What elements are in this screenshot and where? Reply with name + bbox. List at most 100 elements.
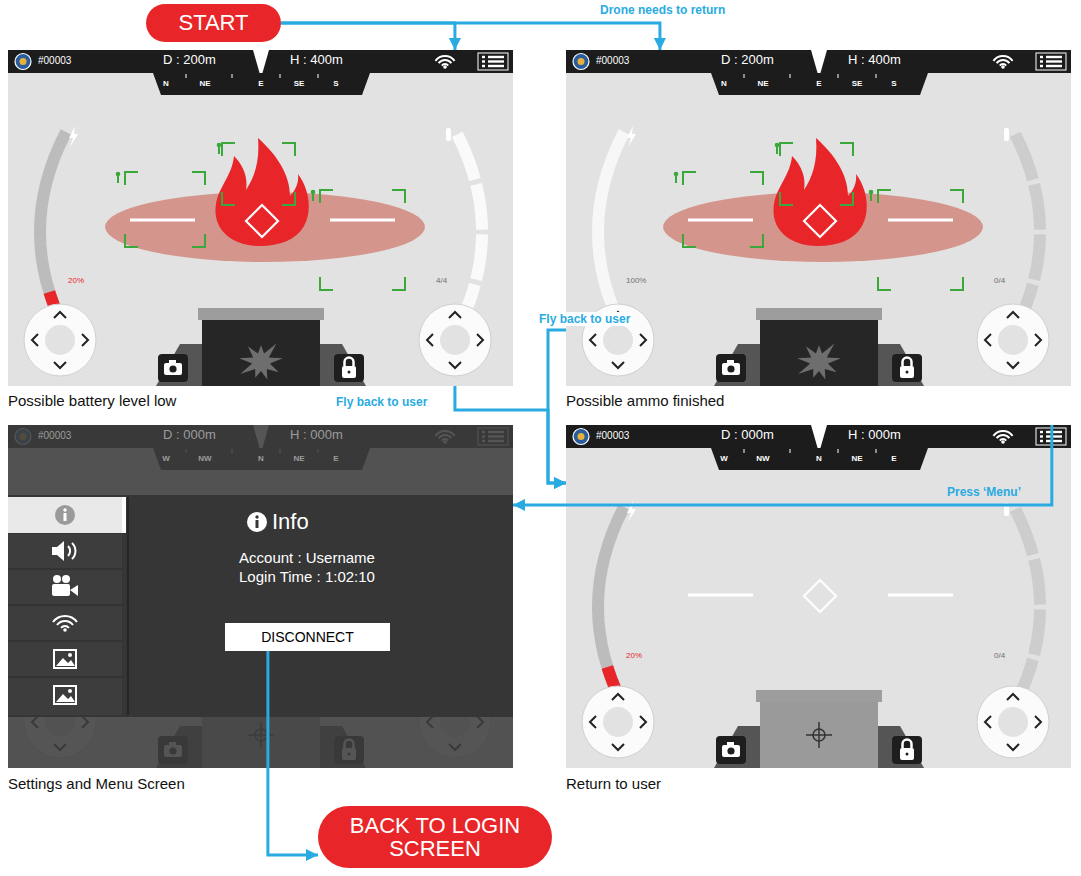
target-bracket xyxy=(125,172,205,247)
lock-button xyxy=(892,736,922,764)
target-bracket xyxy=(683,172,763,247)
screen-mockup: #00003D : 200mH : 400mNNEESES100%0/4Poss… xyxy=(566,50,1071,386)
joystick xyxy=(977,304,1049,376)
edge-label: Press ‘Menu’ xyxy=(945,485,1023,499)
joystick-arrows xyxy=(985,694,1041,750)
menu-icon xyxy=(1040,60,1043,62)
crosshair-icon xyxy=(818,722,820,748)
camera-icon xyxy=(52,584,70,596)
screen-ground xyxy=(566,50,1071,386)
speaker-icon xyxy=(52,541,64,561)
person-marker xyxy=(869,190,874,195)
battery-gauge xyxy=(40,132,66,332)
person-marker xyxy=(311,190,316,195)
hud-text: 20% xyxy=(68,276,84,285)
fire-icon xyxy=(773,138,866,246)
terminal-pill: START xyxy=(146,4,281,42)
ammo-segment xyxy=(476,234,482,279)
tab-divider xyxy=(8,605,122,606)
horizon-line xyxy=(888,594,953,597)
person-marker xyxy=(116,172,121,177)
joystick xyxy=(419,304,491,376)
screen-ground xyxy=(566,425,1071,768)
speaker-icon xyxy=(68,546,70,556)
battery-bolt xyxy=(69,126,78,147)
joystick xyxy=(45,325,75,355)
screen-mockup: #00003D : 200mH : 400mNNEESES20%4/4Possi… xyxy=(8,50,513,386)
menu-icon xyxy=(1046,60,1062,62)
logo xyxy=(578,433,585,440)
hud-text: W xyxy=(162,454,170,463)
hud-text: NW xyxy=(198,454,211,463)
menu-icon xyxy=(488,60,504,62)
compass-tick xyxy=(838,449,839,453)
hud-text: NW xyxy=(756,454,769,463)
tab-divider xyxy=(8,641,122,642)
hud-text: S xyxy=(333,79,338,88)
target-bracket xyxy=(780,143,853,205)
wifi-icon xyxy=(439,60,452,63)
ammo-icon xyxy=(446,128,451,141)
menu-icon xyxy=(1040,435,1043,437)
hud-text: H : 000m xyxy=(848,428,901,443)
camera-button xyxy=(727,747,734,754)
lock-button xyxy=(892,354,922,382)
menu-icon xyxy=(1036,53,1066,70)
console-panel xyxy=(202,320,320,386)
hud-text: #00003 xyxy=(596,430,629,442)
console-frame xyxy=(756,308,882,320)
hud-text: 100% xyxy=(626,276,646,285)
target-bracket xyxy=(222,143,295,205)
target-diamond xyxy=(246,205,278,237)
menu-icon xyxy=(1046,65,1062,67)
menu-icon xyxy=(478,53,508,70)
hud-text: D : 000m xyxy=(163,428,216,443)
joystick-arrows xyxy=(985,312,1041,368)
ammo-segment xyxy=(476,184,482,229)
hud-text: Possible battery level low xyxy=(8,392,176,409)
menu-icon xyxy=(1046,435,1062,437)
lock-button xyxy=(906,371,909,374)
hud-text: N xyxy=(258,454,264,463)
hud-text: E xyxy=(816,79,821,88)
info-header-icon xyxy=(256,520,259,528)
flow-arrow xyxy=(513,425,1052,505)
hud-text: NE xyxy=(851,454,862,463)
horizon-line xyxy=(688,219,753,222)
horizon-line xyxy=(130,219,195,222)
scrollbar xyxy=(122,497,126,533)
joystick xyxy=(582,686,654,758)
console-frame xyxy=(198,308,324,320)
person-marker xyxy=(218,147,220,154)
person-marker xyxy=(775,143,780,148)
hud-text: E xyxy=(891,454,896,463)
screen-mockup: #00003D : 000mH : 000mWNWNNEEInfoAccount… xyxy=(8,425,513,768)
edge-label: Fly back to user xyxy=(537,312,632,326)
menu-icon xyxy=(1046,440,1062,442)
battery-gauge xyxy=(598,507,624,707)
hud-text: NE xyxy=(757,79,768,88)
compass-tick xyxy=(744,74,745,78)
hud-text: Settings and Menu Screen xyxy=(8,775,185,792)
camera-icon xyxy=(70,585,78,596)
screen-mockup: #00003D : 000mH : 000mWNWNNEE20%0/4Retur… xyxy=(566,425,1071,768)
hud-text: D : 000m xyxy=(721,428,774,443)
target-bracket xyxy=(320,190,405,290)
menu-icon xyxy=(482,65,485,67)
hud-text: 0/4 xyxy=(994,276,1005,285)
wifi-tab-icon xyxy=(57,621,73,625)
active-tab xyxy=(8,497,122,533)
image-icon xyxy=(68,689,72,693)
person-marker xyxy=(312,194,314,201)
hud-text: Return to user xyxy=(566,775,661,792)
joystick xyxy=(977,686,1049,758)
screen-art xyxy=(566,425,1071,768)
hud-text: Account : Username xyxy=(239,549,375,566)
wifi-icon xyxy=(443,65,447,69)
logo xyxy=(15,54,31,70)
battery-bolt xyxy=(627,126,636,147)
person-marker xyxy=(217,143,222,148)
